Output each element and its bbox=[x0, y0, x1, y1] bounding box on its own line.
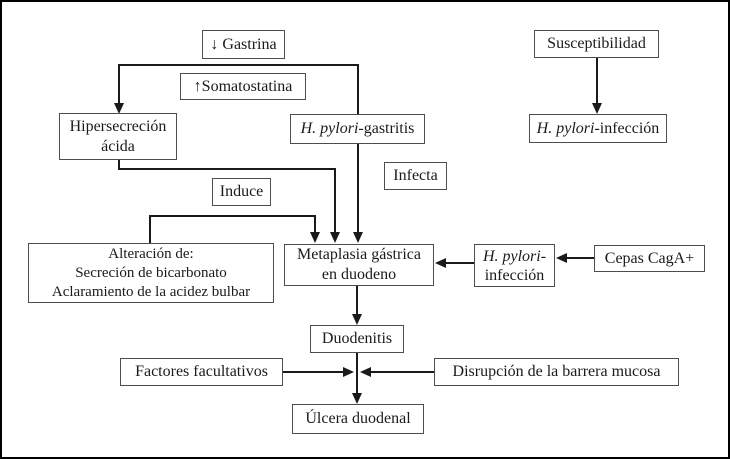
edge-hipersecrecion-metaplasia-vline1 bbox=[118, 160, 120, 170]
node-disrupcion-barrera: Disrupción de la barrera mucosa bbox=[434, 358, 679, 386]
edge-duodenitis-ulcera-vline bbox=[356, 353, 358, 393]
edge-gastritis-metaplasia-vline bbox=[357, 144, 359, 232]
arrowhead-into-duodenitis bbox=[352, 314, 362, 325]
hpylori-italic-text: H. pylori bbox=[482, 247, 541, 265]
node-induce-label: Induce bbox=[212, 178, 271, 206]
arrowhead-into-ulcera bbox=[352, 393, 362, 404]
arrowhead-into-metaplasia-left bbox=[310, 232, 320, 243]
edge-cepas-infeccion-hline bbox=[567, 257, 594, 259]
arrowhead-into-infeccion-top bbox=[592, 103, 602, 114]
arrowhead-into-infeccion-mid bbox=[556, 253, 567, 263]
node-factores-facultativos: Factores facultativos bbox=[120, 358, 283, 386]
node-hpylori-infeccion-mid: H. pylori- infección bbox=[474, 244, 555, 287]
node-duodenitis: Duodenitis bbox=[310, 325, 404, 353]
node-label: H. pylori-gastritis bbox=[300, 120, 415, 137]
arrowhead-into-metaplasia-right bbox=[353, 232, 363, 243]
arrowhead-into-metaplasia-center bbox=[330, 232, 340, 243]
arrowhead-factores-junction bbox=[343, 367, 354, 377]
node-hpylori-infeccion-top: H. pylori-infección bbox=[529, 114, 667, 143]
edge-gastritis-up-vline bbox=[357, 64, 359, 114]
node-label: H. pylori-infección bbox=[536, 119, 660, 137]
edge-gastritis-hipersecrecion-vline bbox=[118, 64, 120, 103]
node-susceptibilidad: Susceptibilidad bbox=[534, 30, 659, 58]
edge-susceptibilidad-infeccion-vline bbox=[596, 58, 598, 103]
node-label-line2: infección bbox=[484, 266, 545, 284]
hpylori-italic-text: H. pylori bbox=[536, 119, 595, 137]
node-somatostatina: ↑Somatostatina bbox=[180, 73, 306, 100]
edge-metaplasia-duodenitis-vline bbox=[356, 286, 358, 314]
node-gastrina: ↓ Gastrina bbox=[202, 30, 285, 59]
edge-infeccion-metaplasia-hline bbox=[446, 262, 474, 264]
edge-gastritis-hipersecrecion-hline bbox=[118, 64, 359, 66]
node-metaplasia-gastrica: Metaplasia gástrica en duodeno bbox=[284, 244, 434, 286]
arrowhead-disrupcion-junction bbox=[360, 367, 371, 377]
edge-disrupcion-junction-hline bbox=[371, 371, 434, 373]
node-ulcera-duodenal: Úlcera duodenal bbox=[292, 404, 424, 434]
node-hpylori-gastritis: H. pylori-gastritis bbox=[290, 114, 425, 144]
node-label-line1: H. pylori- bbox=[482, 247, 547, 265]
node-infecta-label: Infecta bbox=[384, 162, 447, 190]
edge-alteracion-metaplasia-vline2 bbox=[314, 215, 316, 232]
edge-alteracion-metaplasia-vline1 bbox=[149, 216, 151, 243]
arrowhead-into-metaplasia-side bbox=[435, 258, 446, 268]
arrowhead-into-hipersecrecion bbox=[114, 103, 124, 114]
edge-hipersecrecion-metaplasia-vline2 bbox=[334, 168, 336, 232]
edge-hipersecrecion-metaplasia-hline bbox=[118, 168, 336, 170]
node-hipersecrecion-acida: Hipersecreción ácida bbox=[59, 113, 177, 160]
hpylori-italic-text: H. pylori bbox=[300, 120, 359, 137]
node-cepas-caga: Cepas CagA+ bbox=[594, 245, 705, 272]
edge-factores-junction-hline bbox=[283, 371, 343, 373]
node-alteracion: Alteración de: Secreción de bicarbonato … bbox=[28, 243, 274, 303]
edge-alteracion-metaplasia-hline bbox=[149, 215, 316, 217]
